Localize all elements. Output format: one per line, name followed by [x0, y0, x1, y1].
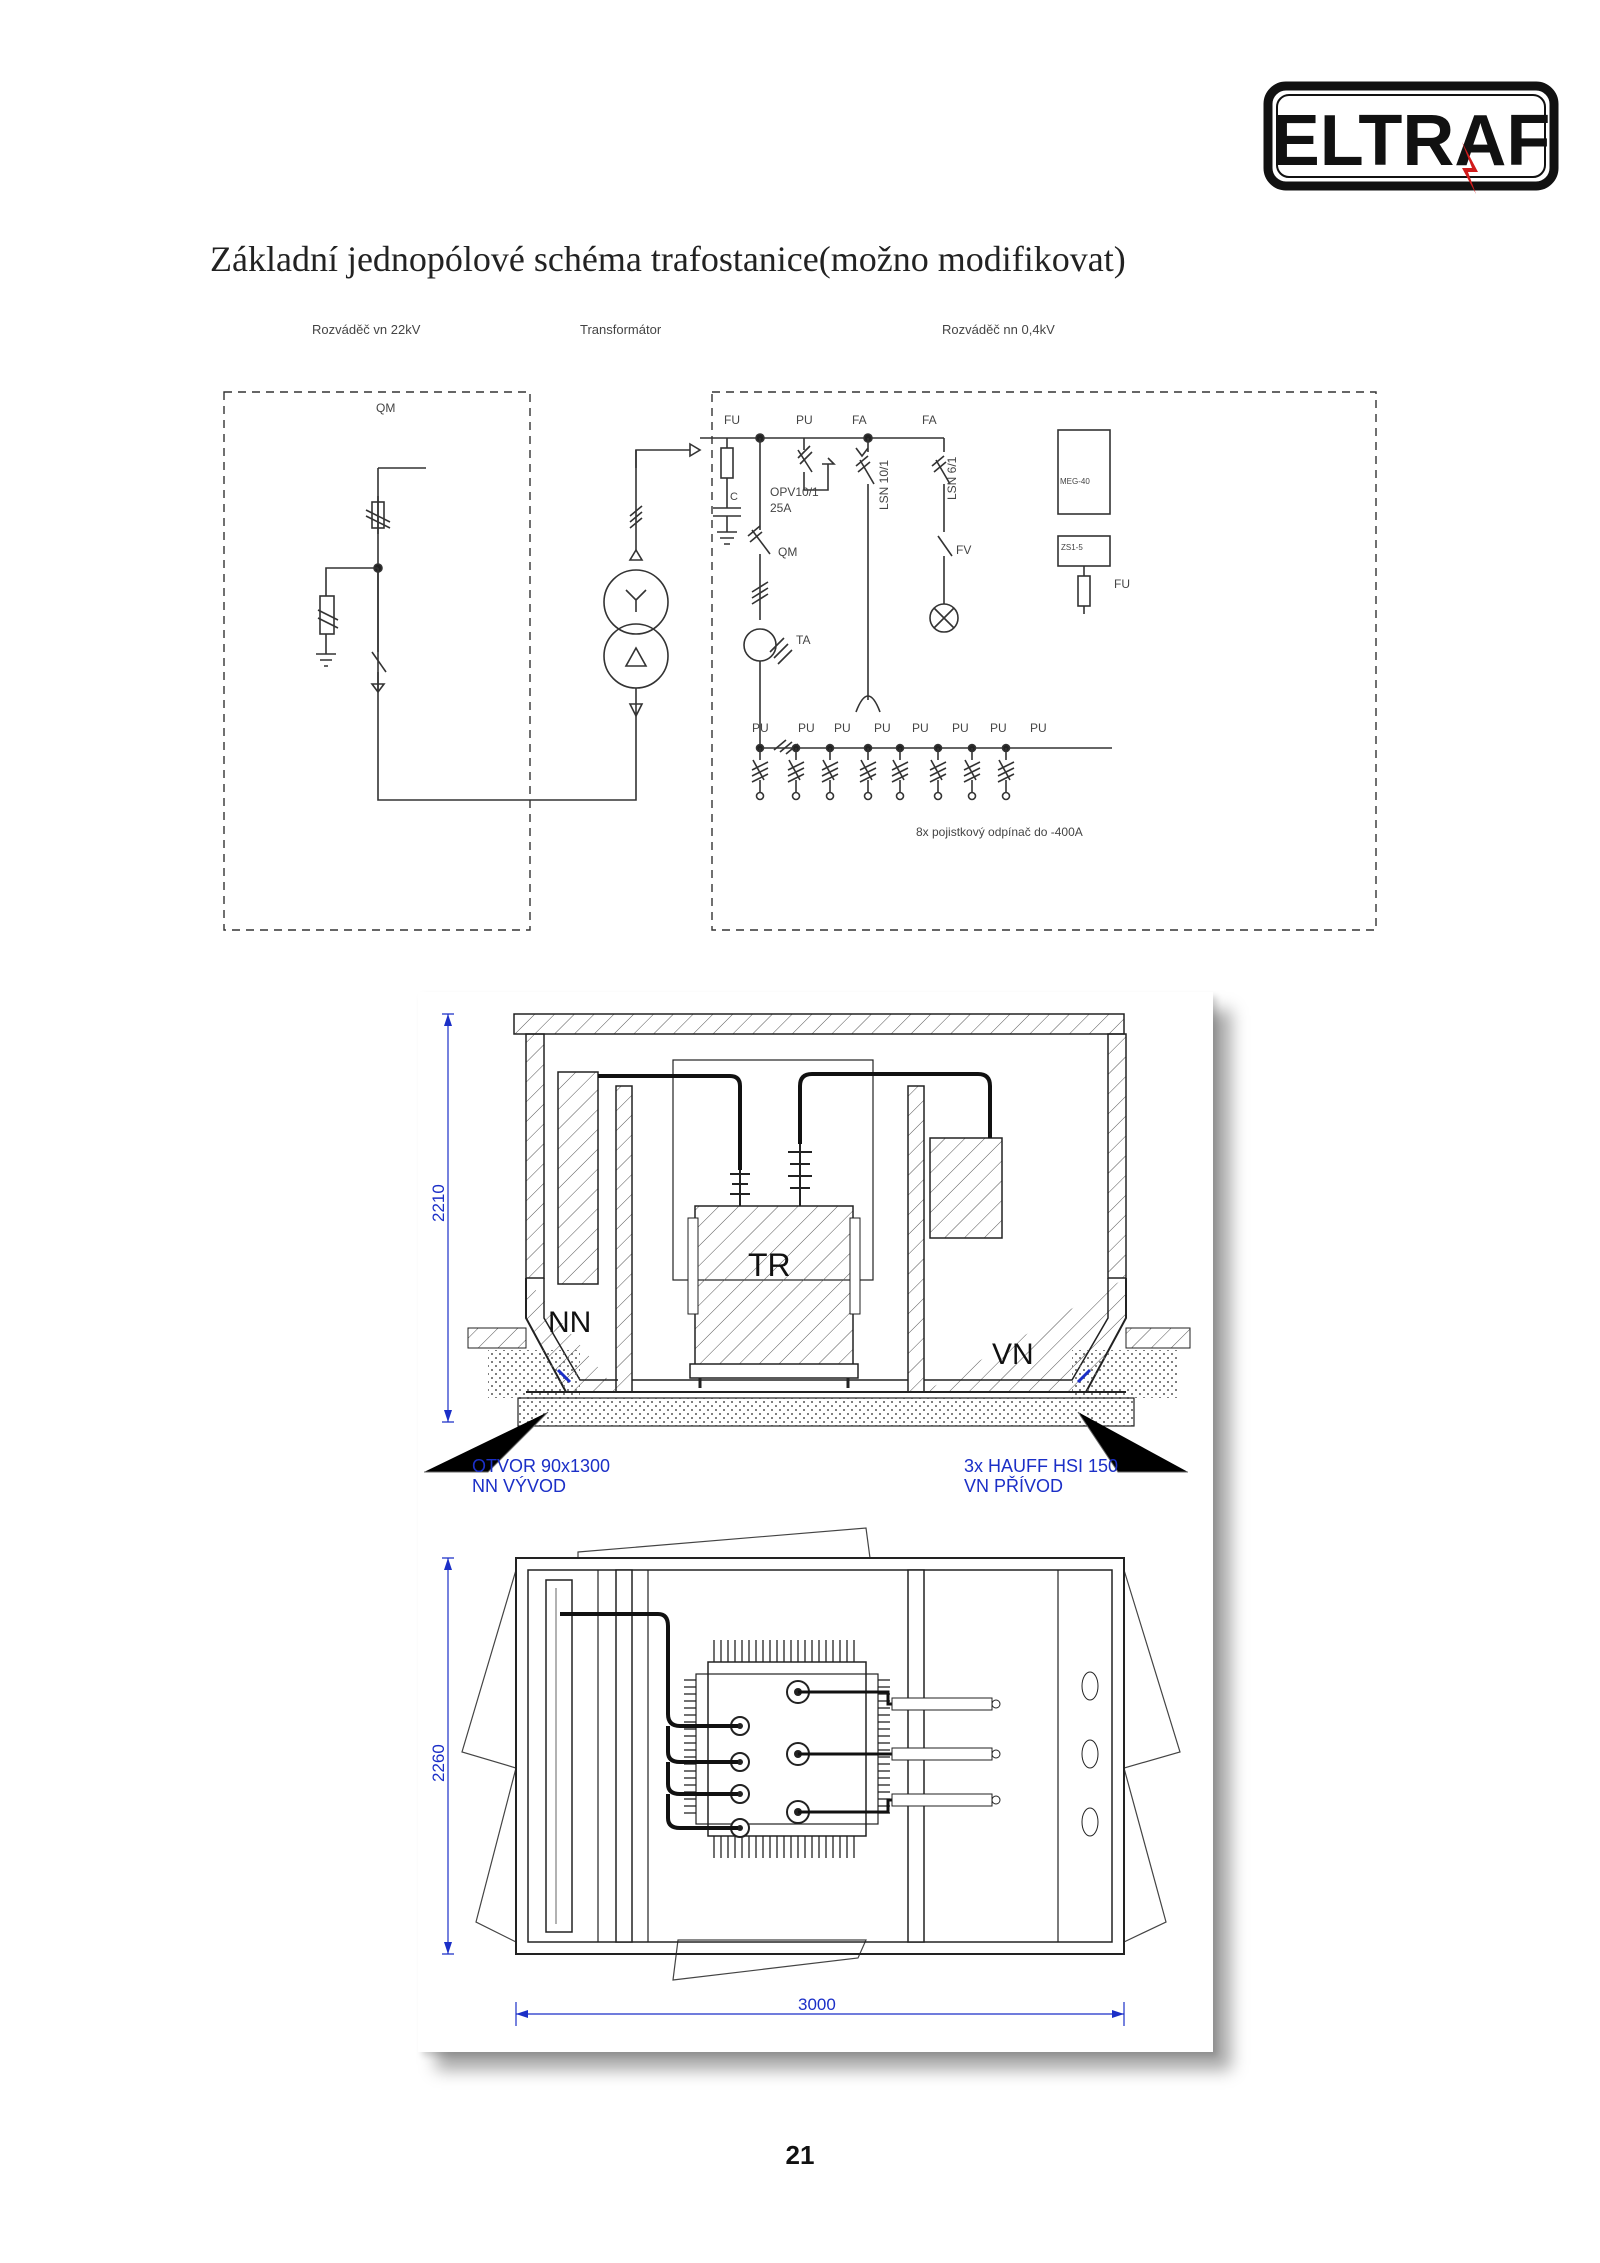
- fuse-switch-feeder: [963, 743, 981, 801]
- logo-text: ELTRAF: [1272, 101, 1551, 181]
- plan-nn-panel: [545, 1579, 573, 1933]
- ta-label: TA: [796, 633, 810, 647]
- meter-box: [1057, 429, 1111, 515]
- fuse-switch-feeder: [891, 743, 909, 801]
- vn-switchgear-box: [929, 1137, 1003, 1239]
- vn-label: VN: [992, 1338, 1034, 1371]
- note-right-1: 3x HAUFF HSI 150: [964, 1456, 1118, 1476]
- opv-label-2: 25A: [770, 501, 791, 515]
- transformer-primary-winding: [603, 569, 669, 635]
- plan-outer-wall: [515, 1557, 1125, 1955]
- zs-label: ZS1-5: [1061, 543, 1083, 552]
- dim-width: 3000: [798, 1995, 836, 2014]
- opv-label-1: OPV10/1: [770, 485, 819, 499]
- fuse-switch-feeder: [751, 743, 769, 801]
- socket-outlet-icon: [855, 695, 881, 713]
- lsn6-label: LSN 6/1: [945, 456, 959, 500]
- bus-note: 8x pojistkový odpínač do -400A: [916, 825, 1083, 839]
- nn-label: NN: [548, 1306, 591, 1339]
- lightning-bolt-icon: [1462, 142, 1478, 194]
- roof-slab: [513, 1013, 1125, 1035]
- fu-right-label: FU: [1114, 577, 1130, 591]
- pu-bus-label: PU: [752, 721, 769, 735]
- section-label-transformer: Transformátor: [580, 322, 662, 337]
- surge-arrester-icon: [319, 595, 335, 635]
- meg-label: MEG-40: [1060, 477, 1090, 486]
- pu-bus-label: PU: [798, 721, 815, 735]
- note-left-1: OTVOR 90x1300: [472, 1456, 610, 1476]
- note-left-2: NN VÝVOD: [472, 1476, 566, 1496]
- current-transformer-icon: [743, 628, 777, 662]
- section-label-nn: Rozváděč nn 0,4kV: [942, 322, 1055, 337]
- fuse-switch-feeder: [929, 743, 947, 801]
- nn-switchgear-frame: [711, 391, 1377, 931]
- fuse-switch-feeder: [821, 743, 839, 801]
- foundation-slab: [517, 1397, 1135, 1427]
- pu-bus-label: PU: [952, 721, 969, 735]
- pu-top-label: PU: [796, 413, 813, 427]
- qm-vn-label: QM: [376, 401, 395, 415]
- note-right-2: VN PŘÍVOD: [964, 1476, 1063, 1496]
- dim-height-plan: 2260: [429, 1744, 448, 1782]
- fa-label-2: FA: [922, 413, 937, 427]
- fu-label: FU: [724, 413, 740, 427]
- page-number: 21: [785, 2140, 815, 2170]
- substation-drawing-frame: TR NN VN 2210 OTVOR 90x1300 NN VÝVOD 3x …: [418, 992, 1213, 2052]
- dim-height-section: 2210: [429, 1184, 448, 1222]
- fa-label-1: FA: [852, 413, 867, 427]
- lsn10-label: LSN 10/1: [877, 460, 891, 510]
- page-title: Základní jednopólové schéma trafostanice…: [210, 239, 1126, 279]
- single-line-schematic: Rozváděč vn 22kV Transformátor Rozváděč …: [200, 300, 1400, 940]
- pu-bus-label: PU: [912, 721, 929, 735]
- lamp-icon: [929, 603, 959, 633]
- fuse-switch-feeder: [787, 743, 805, 801]
- pu-bus-label: PU: [990, 721, 1007, 735]
- fuse-switch-feeder: [997, 743, 1015, 801]
- fv-label: FV: [956, 543, 971, 557]
- c-label: C: [730, 491, 738, 503]
- nn-panel: [557, 1071, 599, 1285]
- tr-label: TR: [748, 1247, 791, 1283]
- section-label-vn: Rozváděč vn 22kV: [312, 322, 421, 337]
- pu-bus-label: PU: [834, 721, 851, 735]
- qm-nn-label: QM: [778, 545, 797, 559]
- vn-switchgear-frame: [223, 391, 531, 931]
- substation-drawing: TR NN VN 2210 OTVOR 90x1300 NN VÝVOD 3x …: [424, 1013, 1191, 2026]
- pu-bus-label: PU: [874, 721, 891, 735]
- transformer-body: [694, 1205, 854, 1367]
- pu-bus-label: PU: [1030, 721, 1047, 735]
- eltraf-logo: ELTRAF: [1262, 80, 1562, 198]
- fuse-switch-feeder: [859, 743, 877, 801]
- fuse-icon: [371, 501, 385, 529]
